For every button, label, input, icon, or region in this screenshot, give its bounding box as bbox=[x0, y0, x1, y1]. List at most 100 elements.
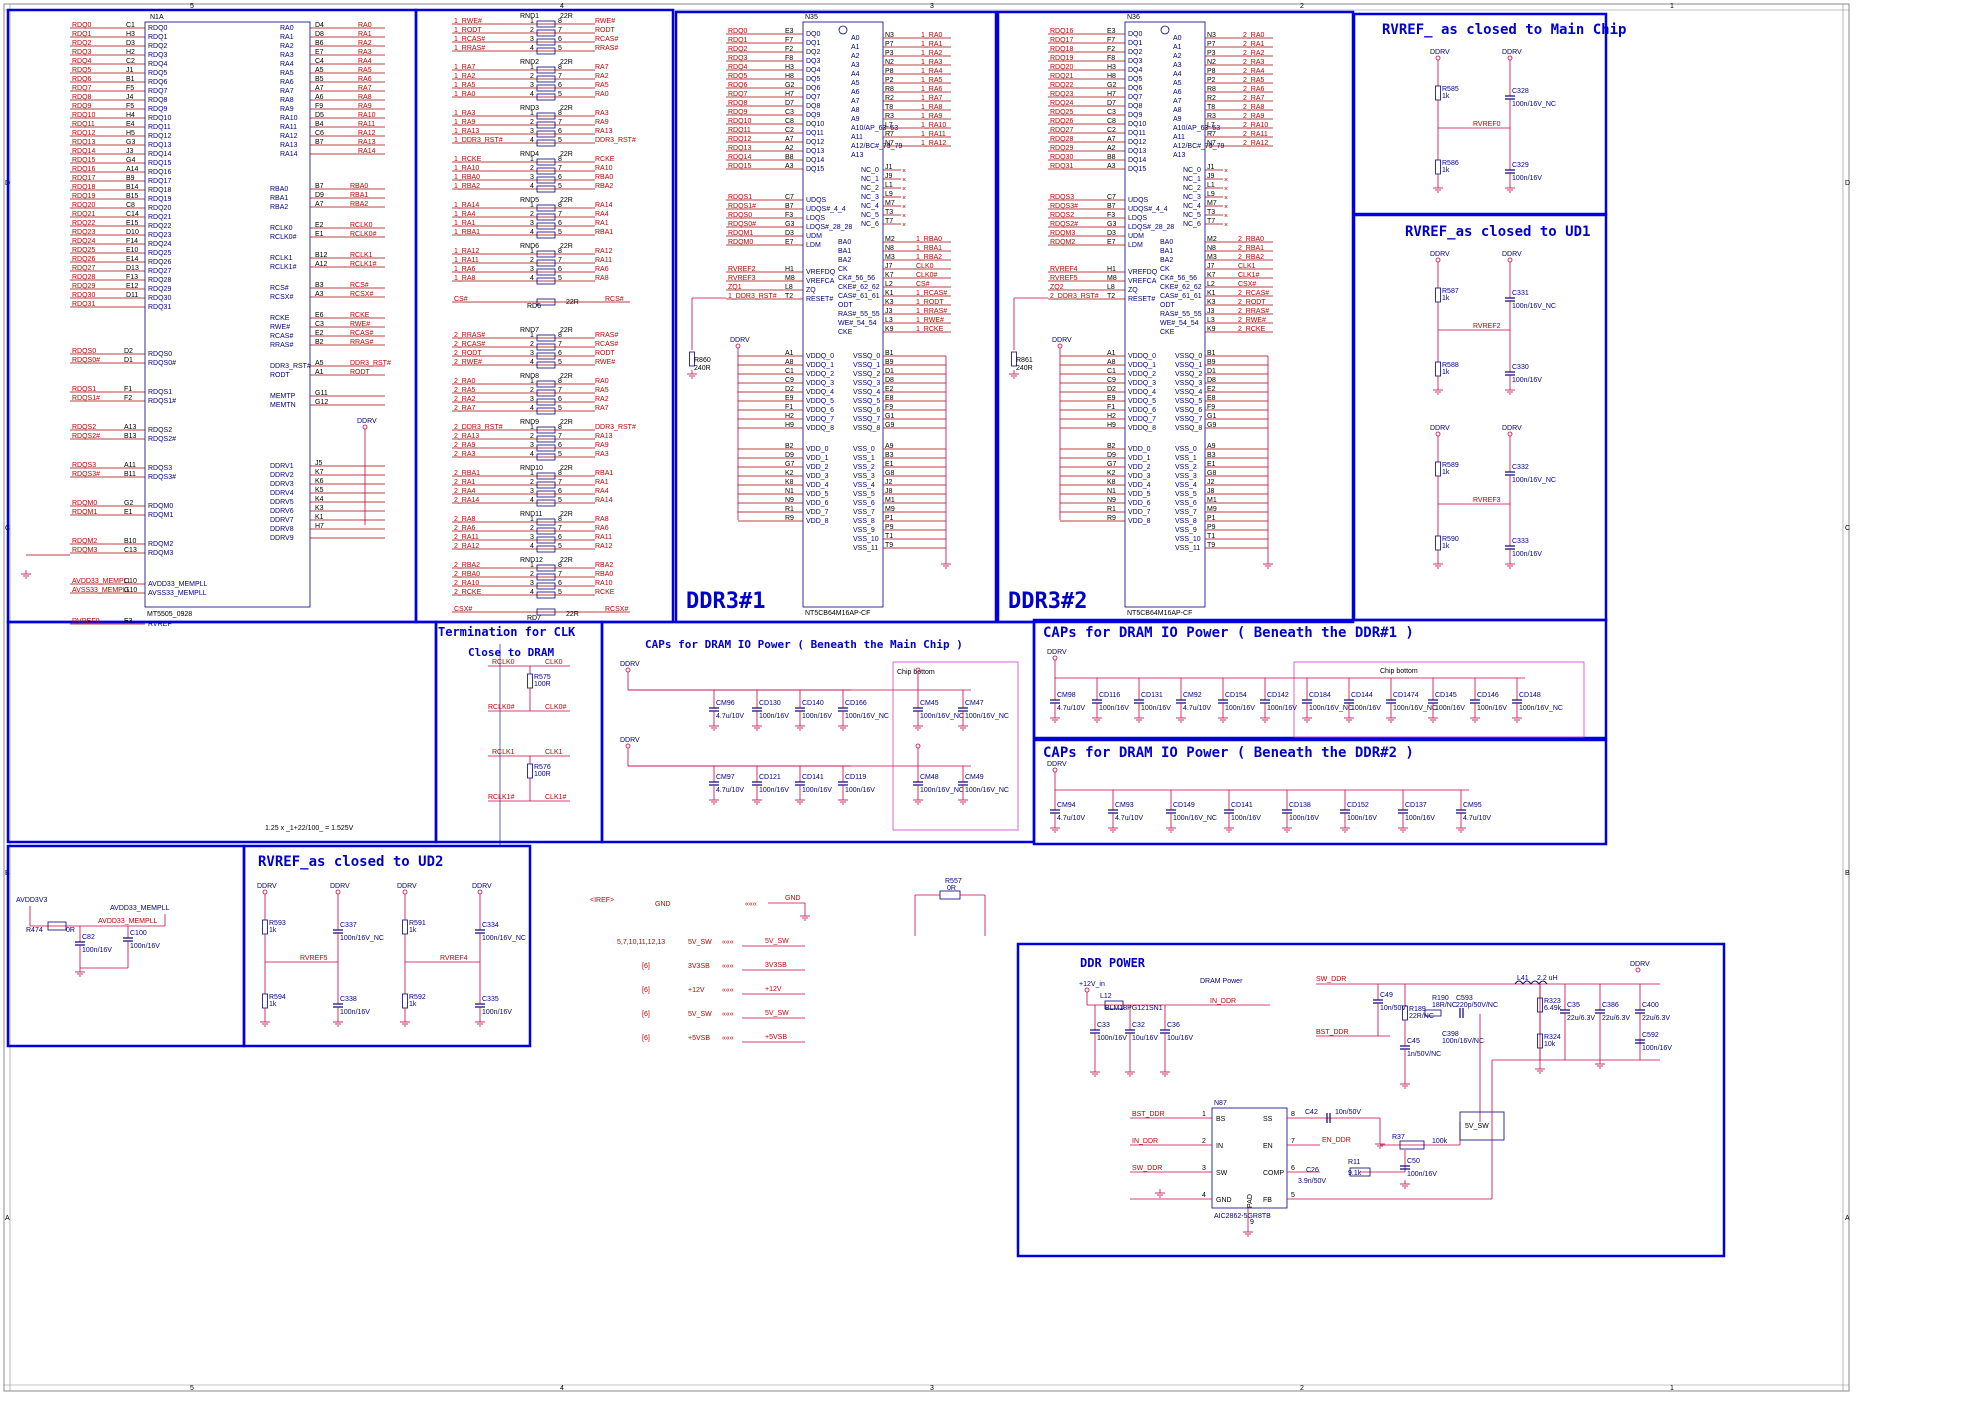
pin-name: DDRV1 bbox=[270, 463, 294, 470]
rnd-resistor-element bbox=[536, 167, 556, 175]
pin-number: J1 bbox=[1207, 164, 1215, 171]
pin-number: B9 bbox=[885, 359, 894, 366]
pin-name: VDD_7 bbox=[806, 509, 829, 516]
net-label: RBA2 bbox=[595, 562, 613, 569]
net-label: 2_RA13 bbox=[454, 433, 479, 440]
pin-number: 5 bbox=[558, 359, 562, 366]
net-label: 2_RBA1 bbox=[1238, 245, 1264, 252]
net-label: 2_RWE# bbox=[1238, 317, 1266, 324]
net-label: RDQ16 bbox=[72, 166, 95, 173]
rnd-resistor-element bbox=[536, 481, 556, 489]
net-label: RA0 bbox=[595, 91, 609, 98]
resistor bbox=[1435, 535, 1441, 551]
pin-number: 8 bbox=[558, 110, 562, 117]
ddr1-chip-body bbox=[802, 21, 884, 608]
pin-name: VSSQ_4 bbox=[1175, 389, 1202, 396]
pin-number: D7 bbox=[785, 100, 794, 107]
net-label: CLK1# bbox=[545, 794, 567, 801]
pin-name: VDDQ_1 bbox=[1128, 362, 1156, 369]
pin-name: VSSQ_5 bbox=[853, 398, 880, 405]
rnd-resistor-element bbox=[536, 213, 556, 221]
net-link-source: [6] bbox=[642, 963, 650, 970]
pin-number: 2 bbox=[530, 73, 534, 80]
net-label: 2_DDR3_RST# bbox=[1050, 293, 1099, 300]
net-label: RDQ12 bbox=[728, 136, 751, 143]
net-label: RA1 bbox=[595, 220, 609, 227]
capacitor-ref: C338 bbox=[340, 996, 357, 1003]
pin-name: DQ7 bbox=[806, 94, 821, 101]
capacitor-ref: CM48 bbox=[920, 774, 939, 781]
net-label: RDQ29 bbox=[72, 283, 95, 290]
capacitor-ref: C331 bbox=[1512, 290, 1529, 297]
pin-name: NC_1 bbox=[1183, 176, 1201, 183]
net-label: RDQS2 bbox=[1050, 212, 1074, 219]
net-label: RDQ9 bbox=[72, 103, 92, 110]
pin-number: H7 bbox=[1107, 91, 1116, 98]
capacitor-value: 100n/16V bbox=[82, 947, 112, 954]
capacitor-value: 10n/50V bbox=[1335, 1109, 1361, 1116]
net-label: RDQ28 bbox=[1050, 136, 1073, 143]
net-label: RDQ20 bbox=[1050, 64, 1073, 71]
ruler-row-label: A bbox=[1845, 1215, 1850, 1222]
ruler-row-label: D bbox=[1845, 180, 1850, 187]
net-label: RBA1 bbox=[350, 192, 368, 199]
net-label: 1_RA4 bbox=[454, 211, 476, 218]
resistor-ref: R576 bbox=[534, 764, 551, 771]
capacitor-ref: CD130 bbox=[759, 700, 781, 707]
pin-number: T3 bbox=[885, 209, 893, 216]
pin-number: K1 bbox=[885, 290, 894, 297]
regulator-body bbox=[1211, 1107, 1288, 1209]
pin-number: K8 bbox=[785, 479, 794, 486]
pin-name: NC_2 bbox=[1183, 185, 1201, 192]
pin-number: A1 bbox=[785, 350, 794, 357]
capacitor-value: 100n/16V bbox=[759, 787, 789, 794]
capacitor-ref: CM95 bbox=[1463, 802, 1482, 809]
net-label: 2_RA5 bbox=[454, 387, 476, 394]
pin-name: RWE# bbox=[270, 324, 290, 331]
pin-name: VREFCA bbox=[806, 278, 835, 285]
pin-name: RDQ7 bbox=[148, 88, 168, 95]
pin-name: BS bbox=[1216, 1116, 1226, 1123]
capacitor-ref: C42 bbox=[1305, 1109, 1318, 1116]
pin-name: A2 bbox=[851, 53, 860, 60]
net-label: 2_RA14 bbox=[454, 497, 479, 504]
capacitor-value: 100n/16V bbox=[1225, 705, 1255, 712]
net-label: 1_RA2 bbox=[454, 73, 476, 80]
net-label: 2_RA1 bbox=[454, 479, 476, 486]
pin-name: RDQ5 bbox=[148, 70, 168, 77]
bead-ref: L12 bbox=[1100, 993, 1112, 1000]
cpu-ref: N1A bbox=[150, 14, 164, 21]
pin-name: DQ6 bbox=[1128, 85, 1143, 92]
pin-number: 8 bbox=[1291, 1111, 1295, 1118]
pin-number: D1 bbox=[124, 357, 133, 364]
resistor bbox=[536, 298, 556, 306]
no-connect-mark: × bbox=[1224, 222, 1228, 229]
net-label: RDQS2 bbox=[72, 424, 96, 431]
no-connect-mark: × bbox=[902, 177, 906, 184]
pin-number: 2 bbox=[530, 433, 534, 440]
capacitor-ref: C45 bbox=[1407, 1038, 1420, 1045]
pin-number: B7 bbox=[315, 139, 324, 146]
rnd-resistor-element bbox=[536, 398, 556, 406]
capacitor-value: 4.7u/10V bbox=[716, 713, 744, 720]
pin-number: R7 bbox=[1207, 131, 1216, 138]
pin-name: RA1 bbox=[280, 34, 294, 41]
pin-number: C3 bbox=[785, 109, 794, 116]
resistor-value: 22R bbox=[566, 299, 579, 306]
net-label: RDQ28 bbox=[72, 274, 95, 281]
net-label: RDQ5 bbox=[72, 67, 92, 74]
term-formula: 1.25 x _1+22/100_ = 1.525V bbox=[265, 825, 354, 832]
supply-symbol bbox=[1057, 343, 1063, 349]
resistor bbox=[527, 673, 533, 689]
pin-number: 3 bbox=[530, 82, 534, 89]
pin-number: A5 bbox=[315, 360, 324, 367]
net-label: 2_RRAS# bbox=[454, 332, 485, 339]
net-label: RDQ7 bbox=[728, 91, 748, 98]
pin-number: 3 bbox=[530, 266, 534, 273]
net-label: 2_RA8 bbox=[1243, 104, 1265, 111]
net-label: RBA0 bbox=[350, 183, 368, 190]
pin-number: 6 bbox=[558, 174, 562, 181]
pin-number: M7 bbox=[1207, 200, 1217, 207]
pin-name: VDDQ_5 bbox=[806, 398, 834, 405]
net-label: RDQ11 bbox=[72, 121, 95, 128]
